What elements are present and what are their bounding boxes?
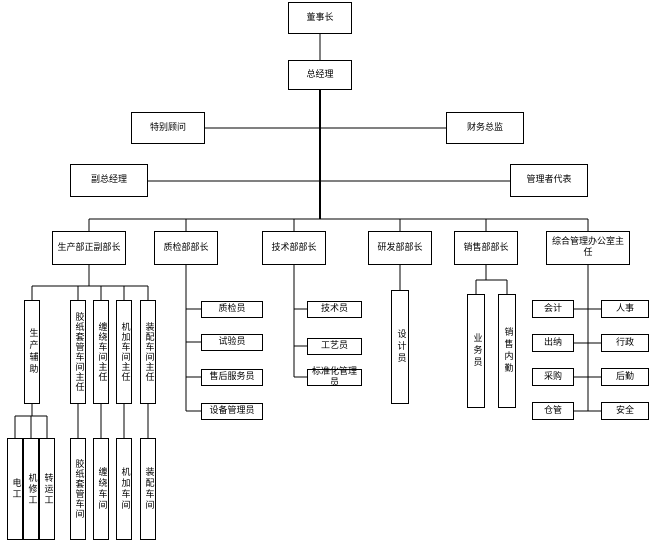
quality-staff-box: 试验员	[201, 334, 263, 351]
technical-staff-label: 标准化管理员	[311, 366, 357, 388]
admin-staff-label: 会计	[543, 303, 562, 314]
technical-staff-label: 工艺员	[320, 341, 348, 351]
admin-staff-label: 采购	[543, 371, 562, 382]
admin-office-label: 综合管理办公室主任	[551, 237, 624, 258]
workshop-label: 机加车间	[119, 467, 130, 511]
workshop-head-box: 缠绕车间主任	[93, 300, 109, 404]
admin-staff-label: 后勤	[615, 371, 634, 382]
quality-dept-box: 质检部部长	[154, 231, 218, 265]
workshop-box: 胶纸套管车间	[70, 438, 86, 540]
admin-staff-box: 人事	[601, 300, 649, 318]
sales-dept-box: 销售部部长	[454, 231, 518, 265]
admin-staff-label: 行政	[615, 337, 634, 348]
worker-label: 机修工	[26, 472, 37, 506]
quality-staff-box: 设备管理员	[201, 403, 263, 420]
production-assist-box: 生产辅助	[24, 300, 40, 404]
production-dept-box: 生产部正副部长	[52, 231, 126, 265]
quality-staff-label: 售后服务员	[209, 372, 255, 382]
finance-director-label: 财务总监	[466, 122, 503, 133]
worker-box: 转运工	[39, 438, 55, 540]
deputy-gm-label: 副总经理	[90, 175, 127, 185]
sales-dept-label: 销售部部长	[463, 242, 509, 253]
workshop-head-box: 机加车间主任	[116, 300, 132, 404]
technical-staff-box: 标准化管理员	[307, 366, 362, 388]
workshop-label: 缠绕车间	[96, 467, 107, 511]
technical-staff-box: 工艺员	[307, 338, 362, 355]
admin-staff-box: 采购	[532, 368, 574, 386]
technical-staff-label: 技术员	[320, 304, 348, 314]
sales-staff-label: 销售内勤	[502, 327, 513, 375]
special-advisor-box: 特别顾问	[131, 112, 205, 144]
sales-staff-label: 业务员	[471, 333, 482, 369]
workshop-label: 胶纸套管车间	[73, 459, 84, 519]
general-manager-box: 总经理	[288, 60, 352, 90]
quality-dept-label: 质检部部长	[163, 242, 209, 253]
rnd-dept-label: 研发部部长	[377, 242, 423, 253]
workshop-box: 装配车间	[140, 438, 156, 540]
workshop-box: 缠绕车间	[93, 438, 109, 540]
quality-staff-label: 设备管理员	[209, 406, 255, 416]
workshop-head-label: 机加车间主任	[119, 322, 130, 382]
worker-box: 电工	[7, 438, 23, 540]
special-advisor-label: 特别顾问	[149, 122, 186, 133]
worker-label: 电工	[10, 478, 21, 500]
admin-staff-box: 后勤	[601, 368, 649, 386]
chairman-box: 董事长	[288, 2, 352, 34]
workshop-head-box: 装配车间主任	[140, 300, 156, 404]
management-rep-label: 管理者代表	[526, 175, 572, 185]
quality-staff-box: 质检员	[201, 301, 263, 318]
quality-staff-label: 试验员	[218, 337, 246, 347]
workshop-head-box: 胶纸套管车间主任	[70, 300, 86, 404]
chairman-label: 董事长	[306, 12, 334, 23]
production-assist-label: 生产辅助	[27, 328, 38, 376]
admin-staff-box: 行政	[601, 334, 649, 352]
technical-staff-box: 技术员	[307, 301, 362, 318]
workshop-head-label: 缠绕车间主任	[96, 322, 107, 382]
worker-label: 转运工	[42, 472, 53, 506]
admin-staff-box: 仓管	[532, 402, 574, 420]
admin-office-box: 综合管理办公室主任	[546, 231, 630, 265]
general-manager-label: 总经理	[306, 69, 334, 80]
workshop-head-label: 装配车间主任	[143, 322, 154, 382]
admin-staff-label: 人事	[615, 303, 634, 314]
rnd-dept-box: 研发部部长	[368, 231, 432, 265]
technical-dept-label: 技术部部长	[271, 242, 317, 253]
admin-staff-label: 出纳	[543, 337, 562, 348]
workshop-head-label: 胶纸套管车间主任	[73, 312, 84, 392]
admin-staff-box: 安全	[601, 402, 649, 420]
admin-staff-label: 仓管	[543, 405, 562, 416]
admin-staff-box: 出纳	[532, 334, 574, 352]
technical-dept-box: 技术部部长	[262, 231, 326, 265]
admin-staff-label: 安全	[615, 405, 634, 416]
quality-staff-label: 质检员	[218, 304, 246, 314]
workshop-box: 机加车间	[116, 438, 132, 540]
admin-staff-box: 会计	[532, 300, 574, 318]
rnd-staff-label: 设计员	[395, 329, 406, 365]
quality-staff-box: 售后服务员	[201, 369, 263, 386]
management-rep-box: 管理者代表	[510, 164, 588, 197]
worker-box: 机修工	[23, 438, 39, 540]
sales-staff-box: 销售内勤	[498, 294, 516, 408]
deputy-gm-box: 副总经理	[70, 164, 148, 197]
finance-director-box: 财务总监	[446, 112, 524, 144]
workshop-label: 装配车间	[143, 467, 154, 511]
sales-staff-box: 业务员	[467, 294, 485, 408]
rnd-staff-box: 设计员	[391, 290, 409, 404]
production-dept-label: 生产部正副部长	[57, 242, 121, 253]
